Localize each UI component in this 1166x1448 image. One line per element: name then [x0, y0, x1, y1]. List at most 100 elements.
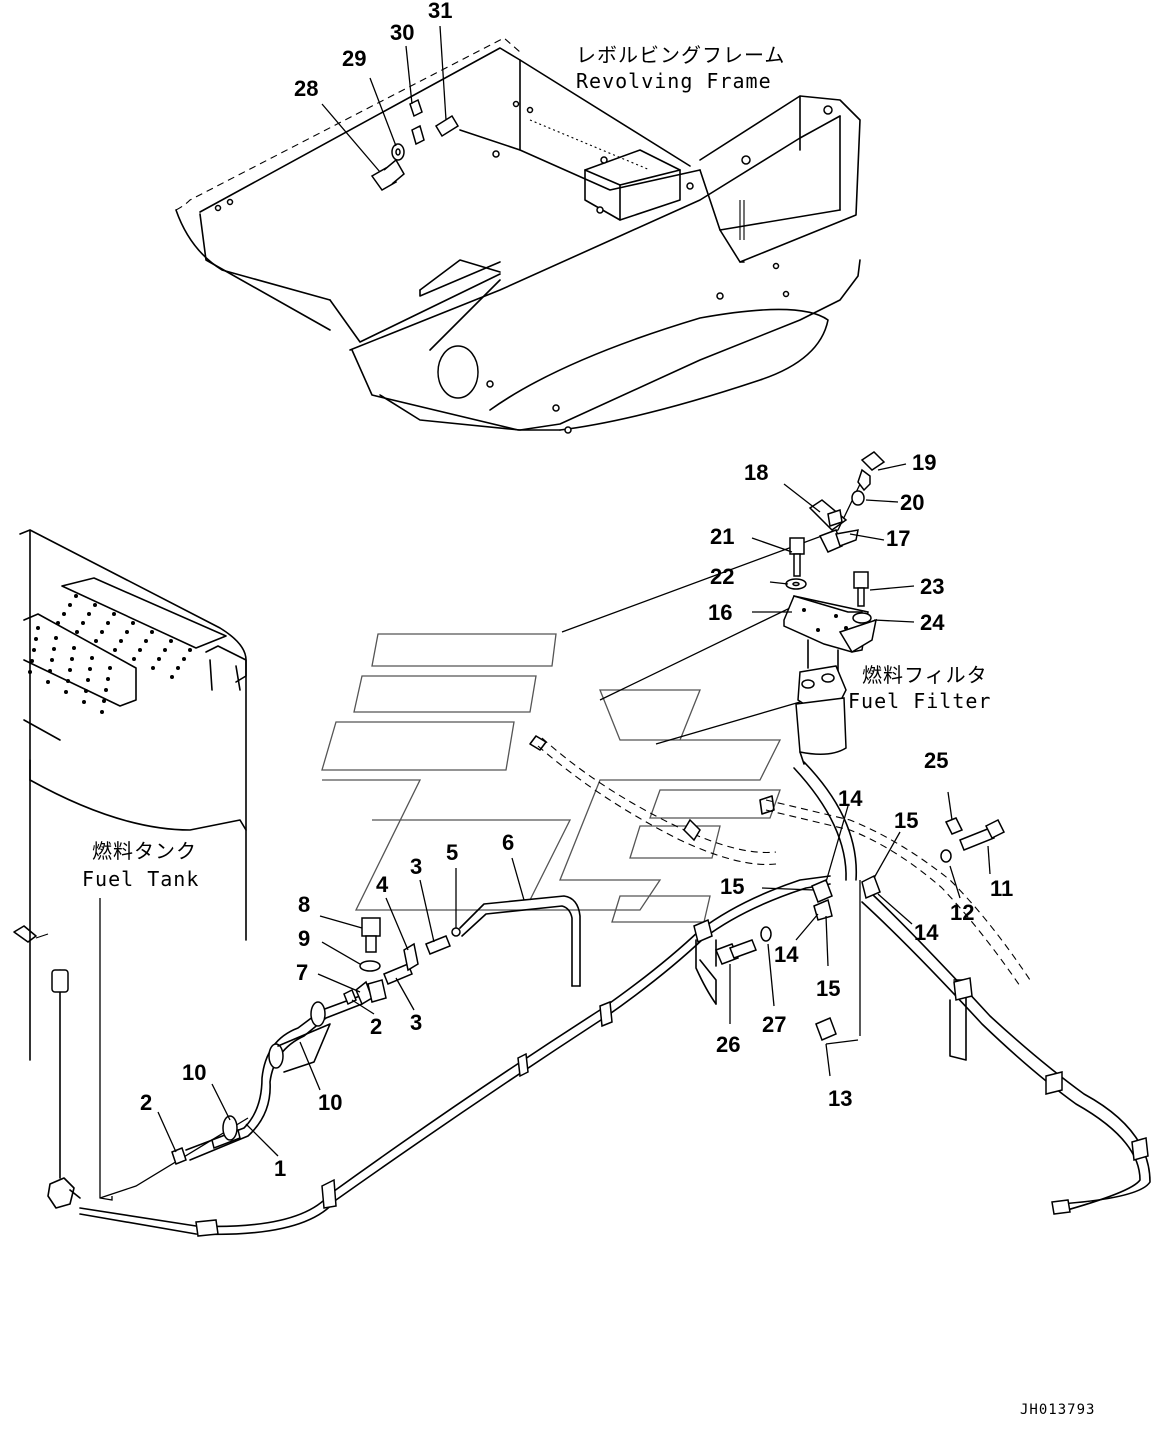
- callout-14b: 14: [914, 920, 939, 945]
- rivet: [28, 670, 32, 674]
- washer-12: [940, 849, 952, 863]
- rivet: [93, 603, 97, 607]
- callout-27: 27: [762, 1012, 786, 1037]
- callout-15c: 15: [816, 976, 840, 1001]
- callout-numbers: 28 29 30 31 18 19 20 17 21 22 23 16 24 2…: [140, 0, 1013, 1181]
- callout-31: 31: [428, 0, 452, 23]
- clip-4: [403, 942, 419, 972]
- callout-11: 11: [990, 876, 1013, 901]
- watermark-logo: [321, 633, 782, 923]
- rivet: [75, 630, 79, 634]
- fuel-tank-label-en: Fuel Tank: [82, 867, 199, 891]
- callout-29: 29: [342, 46, 366, 71]
- rivet: [94, 639, 98, 643]
- callout-15a: 15: [894, 808, 918, 833]
- callout-15b: 15: [720, 874, 744, 899]
- rivet: [100, 630, 104, 634]
- rivet: [68, 603, 72, 607]
- callout-5: 5: [446, 840, 458, 865]
- rivet: [66, 679, 70, 683]
- rivet: [36, 626, 40, 630]
- callout-14c: 14: [774, 942, 799, 967]
- fuel-tank-label: 燃料タンク Fuel Tank: [82, 839, 199, 891]
- rivet: [131, 621, 135, 625]
- rivet: [106, 621, 110, 625]
- rivet: [86, 678, 90, 682]
- fuel-filter-label-en: Fuel Filter: [848, 689, 991, 713]
- rivet: [108, 666, 112, 670]
- rivet: [144, 639, 148, 643]
- callout-22: 22: [710, 564, 734, 589]
- rivet: [34, 637, 38, 641]
- union-3: [383, 935, 451, 985]
- pin-31: [434, 114, 460, 138]
- callout-10b: 10: [318, 1090, 342, 1115]
- callout-14a: 14: [838, 786, 863, 811]
- rivet: [82, 700, 86, 704]
- drawing-code: JH013793: [1020, 1402, 1095, 1418]
- callout-25: 25: [924, 748, 948, 773]
- bolt-8: [361, 917, 381, 953]
- rivet: [87, 612, 91, 616]
- rivet: [132, 657, 136, 661]
- washer-24: [852, 612, 872, 624]
- rivet: [88, 667, 92, 671]
- rivet: [56, 621, 60, 625]
- rivet: [100, 710, 104, 714]
- callout-6: 6: [502, 830, 514, 855]
- revolving-frame-label-jp: レボルビングフレーム: [576, 43, 785, 67]
- rivet: [90, 656, 94, 660]
- rivet: [138, 648, 142, 652]
- callout-2b: 2: [370, 1014, 382, 1039]
- callout-16: 16: [708, 600, 732, 625]
- rivet: [176, 666, 180, 670]
- callout-12: 12: [950, 900, 974, 925]
- pipe-1: [185, 995, 363, 1161]
- rivet: [182, 657, 186, 661]
- callout-23: 23: [920, 574, 944, 599]
- rivet: [68, 668, 72, 672]
- callout-19: 19: [912, 450, 936, 475]
- revolving-frame-label-en: Revolving Frame: [576, 69, 772, 93]
- washer-27: [760, 926, 772, 942]
- callout-2a: 2: [140, 1090, 152, 1115]
- rivet: [106, 677, 110, 681]
- nut-30: [409, 98, 425, 146]
- rivet: [151, 666, 155, 670]
- oring-5: [451, 927, 461, 937]
- callout-18: 18: [744, 460, 768, 485]
- clip-7: [355, 979, 387, 1006]
- washer-29: [391, 143, 405, 161]
- rivet: [150, 630, 154, 634]
- callout-4: 4: [376, 872, 389, 897]
- rivet: [50, 658, 54, 662]
- callout-7: 7: [296, 960, 308, 985]
- fitting-17: [818, 529, 859, 553]
- rivet: [46, 680, 50, 684]
- rivet: [54, 636, 58, 640]
- fuel-filter-label: 燃料フィルタ Fuel Filter: [848, 663, 991, 713]
- fuel-filter-label-jp: 燃料フィルタ: [862, 663, 988, 687]
- callout-13: 13: [828, 1086, 852, 1111]
- callout-24: 24: [920, 610, 945, 635]
- callout-30: 30: [390, 20, 414, 45]
- bolt-21: [789, 537, 805, 577]
- callout-21: 21: [710, 524, 734, 549]
- banjo-15a: [811, 879, 833, 903]
- callout-8: 8: [298, 892, 310, 917]
- bolt-11: [959, 818, 1006, 851]
- nut-2a: [171, 1147, 187, 1165]
- revolving-frame-label: レボルビングフレーム Revolving Frame: [576, 43, 785, 93]
- washer-22: [785, 578, 807, 590]
- callout-10a: 10: [182, 1060, 206, 1085]
- rivet: [74, 594, 78, 598]
- rivet: [52, 647, 56, 651]
- rivet: [72, 646, 76, 650]
- callout-17: 17: [886, 526, 910, 551]
- fuel-tank: [13, 529, 247, 1209]
- rivet: [119, 639, 123, 643]
- rivet: [169, 639, 173, 643]
- fitting-19: [857, 451, 886, 492]
- rivet: [170, 675, 174, 679]
